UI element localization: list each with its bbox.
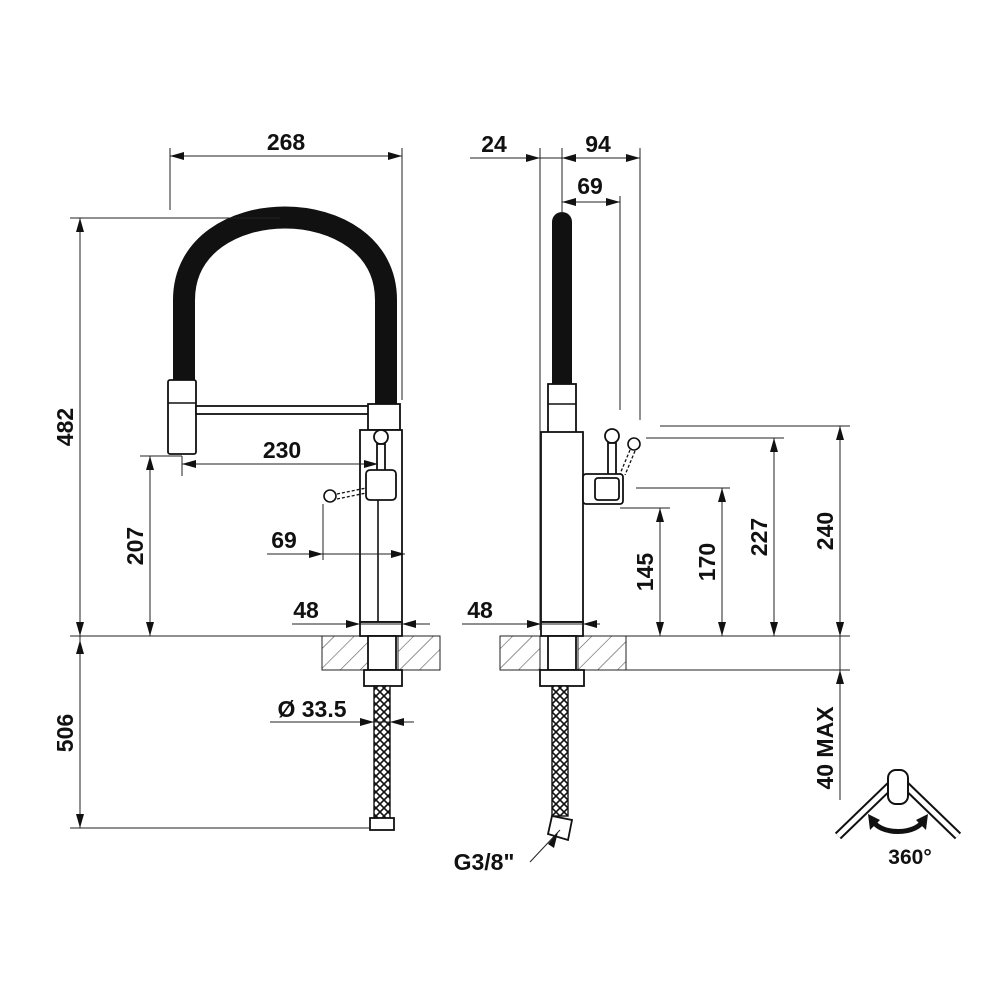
spout-arm [195, 405, 373, 415]
dim-height-170: 170 [694, 543, 720, 581]
mounting-nut [363, 669, 403, 687]
dim-spout-reach: 230 [263, 437, 301, 463]
lever-alt-position [323, 489, 337, 503]
side-view: 24 94 69 48 145 170 227 240 [454, 131, 850, 875]
spray-head [167, 379, 197, 455]
dim-body-diameter-front: 48 [293, 597, 319, 623]
dim-lever-depth: 69 [577, 173, 603, 199]
dim-deck-thickness: 40 MAX [812, 706, 838, 790]
deck-hatch-left [321, 635, 371, 671]
dim-spout-height: 207 [122, 527, 148, 565]
dim-offset-rear: 24 [481, 131, 507, 157]
rotation-360-icon: 360° [834, 769, 962, 869]
faucet-body-side [540, 431, 584, 623]
braided-hose-side [551, 685, 569, 817]
lever-stem-side [607, 442, 617, 478]
hose-arc [173, 206, 397, 419]
dim-width-total: 268 [267, 129, 306, 155]
dim-height-240: 240 [812, 512, 838, 550]
dim-height-145: 145 [632, 553, 658, 592]
braided-hose [373, 685, 391, 821]
mounting-nut-side [539, 669, 585, 687]
deck-hatch-side-left [499, 635, 541, 671]
lever-block [365, 469, 397, 501]
hose-fitting-side [546, 814, 574, 842]
hose-fitting [369, 817, 395, 831]
deck-hatch-right [397, 635, 441, 671]
dim-lever-offset: 69 [271, 527, 297, 553]
lever-alt-position-side [627, 437, 641, 451]
dim-shank-diameter: Ø 33.5 [277, 696, 346, 722]
front-view: 268 482 230 207 69 48 Ø 33.5 [52, 129, 441, 831]
dim-below-deck-length: 506 [52, 714, 78, 752]
dim-height-227: 227 [746, 518, 772, 556]
upper-collar [367, 403, 401, 431]
rotation-label: 360° [888, 846, 931, 869]
lever-knob [373, 429, 389, 445]
dim-height-total: 482 [52, 408, 78, 446]
lever-knob-side [604, 428, 620, 444]
connection-label: G3/8" [454, 849, 515, 875]
dim-depth-total: 94 [585, 131, 611, 157]
deck-hatch-side-right [577, 635, 627, 671]
dim-body-diameter-side: 48 [467, 597, 493, 623]
lever-stem [376, 443, 386, 473]
